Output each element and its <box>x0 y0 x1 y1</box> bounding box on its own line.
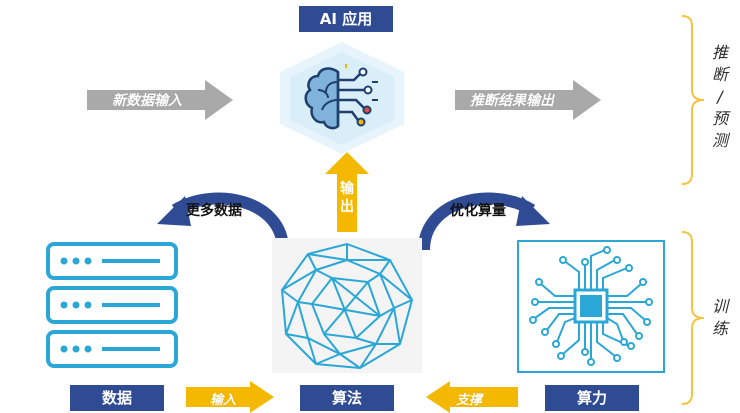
output-vertical-label: 输出 <box>340 181 354 215</box>
training-char: 训 <box>711 297 728 316</box>
input-bottom-arrow <box>186 381 274 413</box>
more-data-text: 更多数据 <box>186 203 242 219</box>
inference-bracket <box>681 15 705 185</box>
result-output-text: 推断结果输出 <box>470 93 554 109</box>
ai-application-label: AI 应用 <box>299 6 393 32</box>
data-label: 数据 <box>70 385 164 411</box>
inference-char: 推 <box>711 43 728 62</box>
input-bottom-text: 输入 <box>210 393 237 408</box>
algorithm-label-text: 算法 <box>331 389 362 407</box>
training-bracket <box>681 231 705 405</box>
training-char: 练 <box>711 319 728 338</box>
output-up-arrow <box>325 152 369 232</box>
optimize-compute-text: 优化算量 <box>450 203 506 219</box>
training-label: 训 练 <box>710 296 730 340</box>
new-data-input-text: 新数据输入 <box>112 93 182 109</box>
support-bottom-text: 支撑 <box>456 393 483 408</box>
compute-label: 算力 <box>545 385 639 411</box>
compute-label-text: 算力 <box>576 389 607 407</box>
inference-char: / <box>717 87 723 106</box>
inference-label: 推 断 / 预 测 <box>710 42 730 152</box>
result-output-arrow <box>455 80 601 120</box>
brain-circuit-icon <box>280 42 404 154</box>
more-data-curve-arrow <box>157 192 289 251</box>
cpu-chip-icon <box>529 246 653 366</box>
ai-application-text: AI 应用 <box>319 10 373 28</box>
output-vertical-text: 输出 <box>337 180 357 216</box>
support-bottom-arrow <box>426 381 518 413</box>
algorithm-label: 算法 <box>300 385 394 411</box>
inference-char: 断 <box>711 65 728 84</box>
algorithm-panel <box>272 238 422 373</box>
inference-char: 测 <box>711 131 728 150</box>
compute-panel <box>517 240 665 373</box>
geodesic-sphere-icon <box>280 242 414 370</box>
new-data-input-arrow <box>87 80 233 120</box>
server-rack-icon <box>46 242 178 368</box>
data-label-text: 数据 <box>101 389 132 407</box>
inference-char: 预 <box>711 109 728 128</box>
optimize-compute-curve-arrow <box>418 192 550 251</box>
data-panel <box>40 238 185 373</box>
